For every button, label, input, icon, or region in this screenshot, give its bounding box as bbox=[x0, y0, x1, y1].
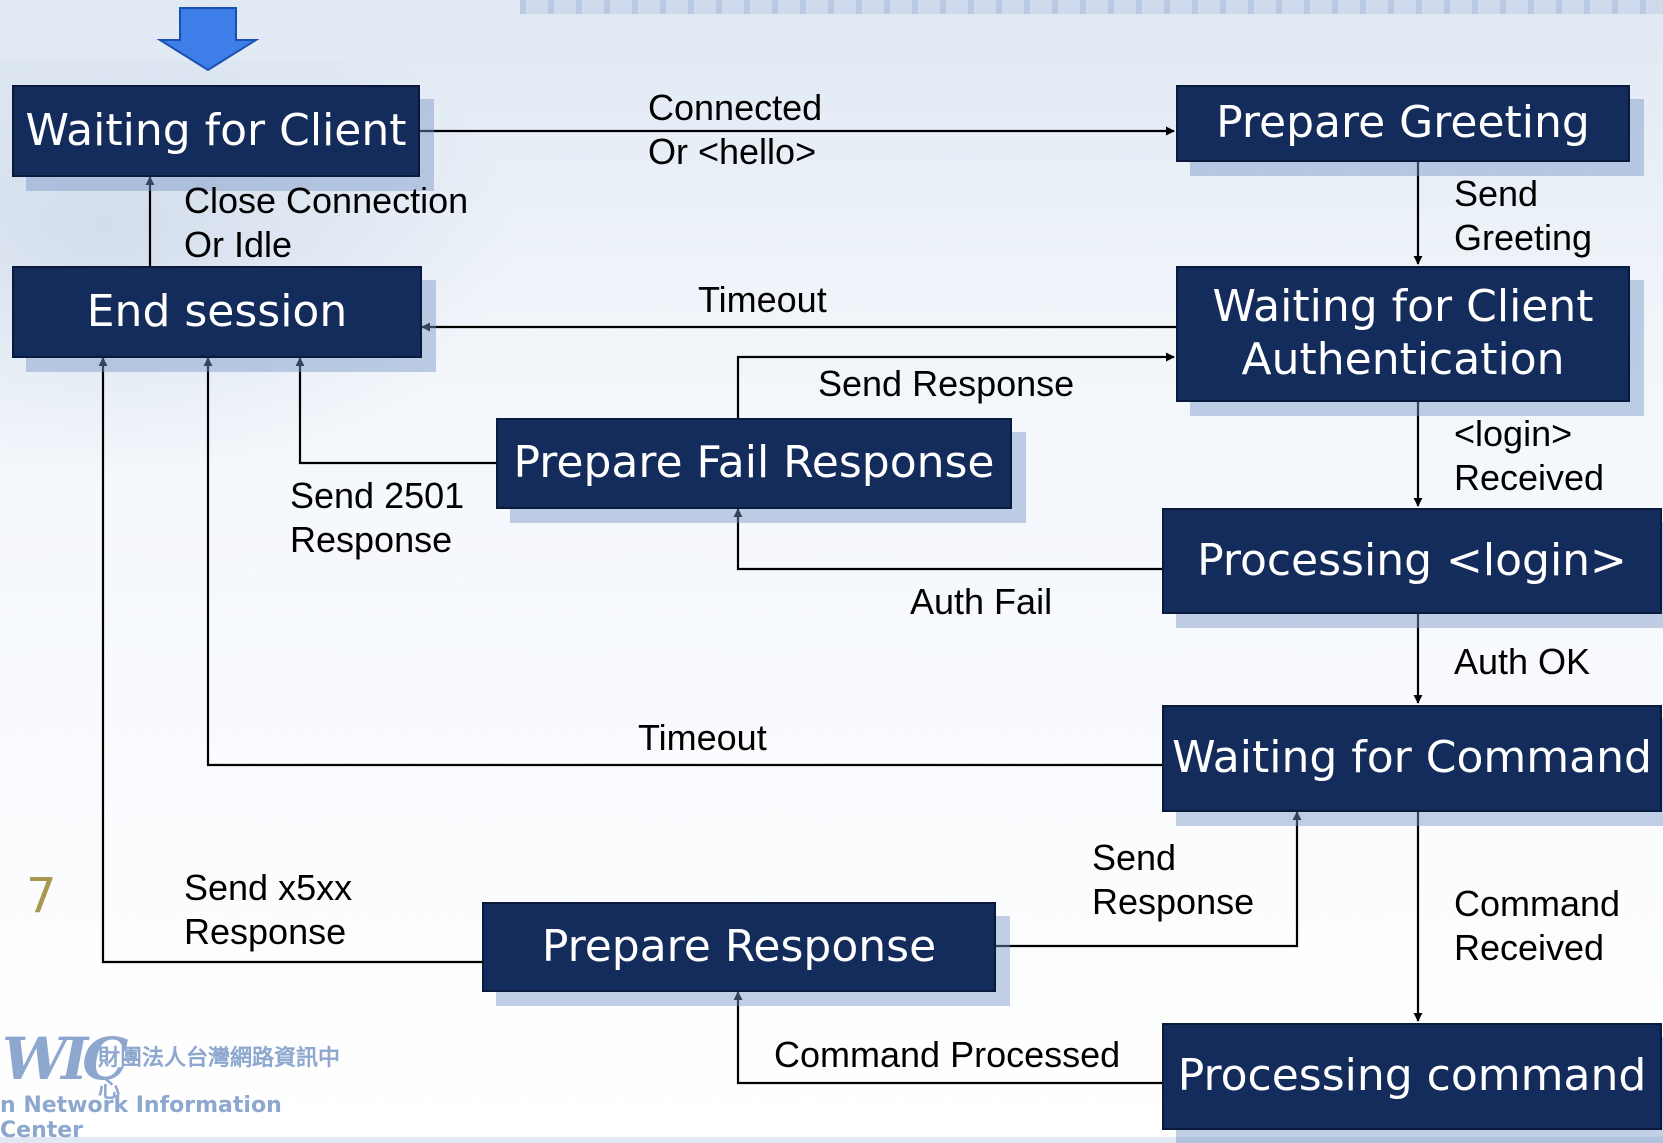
logo-english-text: n Network Information Center bbox=[0, 1093, 282, 1143]
label-line: Response bbox=[290, 519, 453, 560]
label-connected: Connected Or <hello> bbox=[648, 86, 822, 174]
label-line: Greeting bbox=[1454, 217, 1593, 258]
state-prepare-greeting: Prepare Greeting bbox=[1176, 85, 1630, 162]
label-send-greeting: Send Greeting bbox=[1454, 172, 1592, 260]
edge-timeout-command bbox=[203, 357, 1162, 767]
edge-send-x5xx bbox=[98, 357, 482, 964]
label-line: Or Idle bbox=[184, 224, 293, 265]
state-label: Prepare Greeting bbox=[1216, 97, 1590, 149]
state-waiting-for-client: Waiting for Client bbox=[12, 85, 420, 177]
state-prepare-response: Prepare Response bbox=[482, 902, 996, 992]
state-label: Prepare Fail Response bbox=[513, 437, 995, 489]
edge-auth-fail bbox=[733, 508, 1162, 571]
state-end-session: End session bbox=[12, 266, 422, 358]
logo: WIC 財團法人台灣網路資訊中心 n Network Information C… bbox=[0, 1025, 360, 1143]
label-line: Send bbox=[1454, 173, 1539, 214]
label-line: Connected bbox=[648, 87, 823, 128]
start-arrow-icon bbox=[156, 7, 260, 72]
page-number: 7 bbox=[26, 868, 57, 924]
label-auth-ok: Auth OK bbox=[1454, 641, 1591, 682]
label-line: <login> bbox=[1454, 413, 1573, 454]
state-waiting-for-command: Waiting for Command bbox=[1162, 705, 1662, 812]
state-label: Waiting for Client bbox=[25, 104, 407, 156]
edge-send-response-fail bbox=[736, 352, 1175, 418]
state-label-line2: Authentication bbox=[1241, 334, 1565, 385]
edge-command-processed bbox=[733, 991, 1162, 1085]
state-processing-command: Processing command bbox=[1162, 1023, 1662, 1130]
state-label: End session bbox=[86, 285, 348, 337]
header-decoration bbox=[520, 0, 1663, 14]
label-command-processed: Command Processed bbox=[774, 1034, 1121, 1075]
label-line: Command bbox=[1454, 883, 1621, 924]
label-auth-fail: Auth Fail bbox=[910, 581, 1053, 622]
label-line: Received bbox=[1454, 927, 1605, 968]
state-prepare-fail-response: Prepare Fail Response bbox=[496, 418, 1012, 509]
label-line: Response bbox=[1092, 881, 1255, 922]
state-waiting-for-client-authentication: Waiting for Client Authentication bbox=[1176, 266, 1630, 402]
label-line: Send x5xx bbox=[184, 867, 353, 908]
label-send-response-fail: Send Response bbox=[818, 363, 1075, 404]
label-login-received: <login> Received bbox=[1454, 412, 1604, 500]
logo-mark-icon: WIC bbox=[2, 1025, 128, 1093]
label-line: Close Connection bbox=[184, 180, 469, 221]
edge-send-response-cmd bbox=[996, 811, 1302, 948]
state-label: Waiting for Command bbox=[1172, 732, 1652, 784]
edge-send-2501 bbox=[295, 357, 496, 465]
label-command-received: Command Received bbox=[1454, 882, 1620, 970]
label-close-connection: Close Connection Or Idle bbox=[184, 179, 468, 267]
label-timeout-command: Timeout bbox=[638, 717, 767, 758]
label-timeout-auth: Timeout bbox=[698, 279, 827, 320]
state-label-line1: Waiting for Client bbox=[1212, 281, 1594, 333]
state-label: Processing command bbox=[1177, 1050, 1647, 1102]
state-processing-login: Processing <login> bbox=[1162, 508, 1662, 614]
state-label: Prepare Response bbox=[541, 920, 937, 972]
label-line: Send bbox=[1092, 837, 1177, 878]
label-line: Received bbox=[1454, 457, 1605, 498]
label-send-2501: Send 2501 Response bbox=[290, 474, 464, 562]
label-line: Response bbox=[184, 911, 347, 952]
state-label: Processing <login> bbox=[1197, 534, 1627, 586]
label-send-response-cmd: Send Response bbox=[1092, 836, 1254, 924]
logo-chinese-text: 財團法人台灣網路資訊中心 bbox=[98, 1045, 341, 1102]
label-line: Or <hello> bbox=[648, 131, 817, 172]
label-send-x5xx: Send x5xx Response bbox=[184, 866, 352, 954]
label-line: Send 2501 bbox=[290, 475, 465, 516]
